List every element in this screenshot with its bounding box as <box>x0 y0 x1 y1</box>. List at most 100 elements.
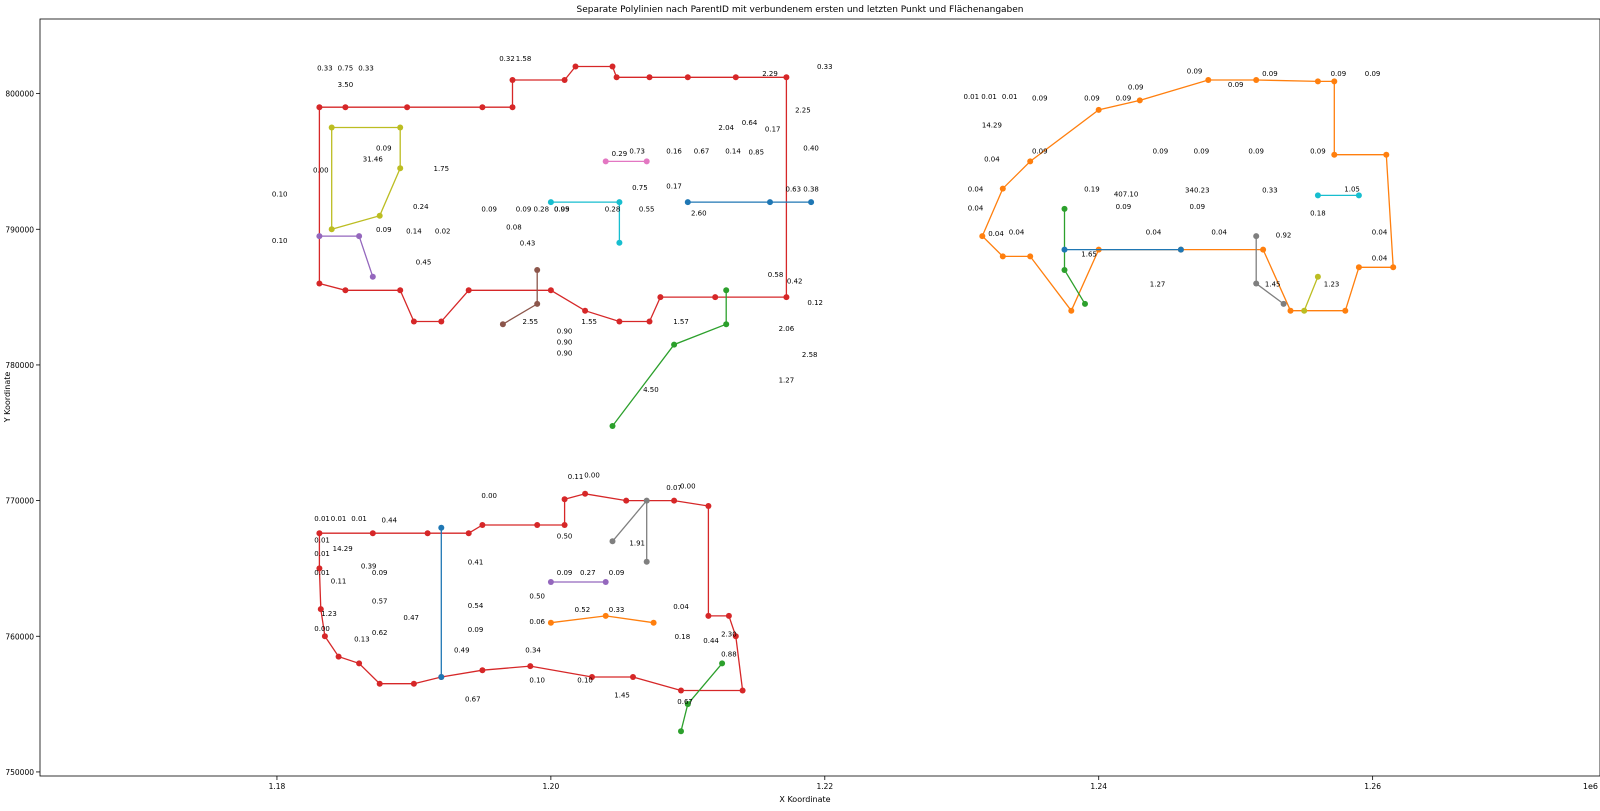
polyline-series-2 <box>981 79 1394 312</box>
vertex-marker <box>547 199 554 206</box>
x-axis-offset-label: 1e6 <box>1583 782 1598 791</box>
area-annotation: 0.47 <box>403 614 419 622</box>
vertex-marker <box>723 287 730 294</box>
area-annotation: 2.04 <box>718 124 734 132</box>
area-annotation: 1.05 <box>1344 185 1360 193</box>
vertex-marker <box>1061 267 1068 273</box>
area-annotation: 0.11 <box>568 473 584 481</box>
area-annotation: 0.63 <box>786 185 802 193</box>
area-annotation: 0.01 <box>351 515 367 523</box>
vertex-marker <box>1253 77 1260 83</box>
vertex-marker <box>479 104 486 111</box>
vertex-marker <box>328 226 335 233</box>
vertex-marker <box>527 663 534 670</box>
vertex-marker <box>1205 77 1212 83</box>
area-annotation: 0.17 <box>765 126 781 134</box>
area-annotation: 340.23 <box>1185 187 1210 195</box>
area-annotation: 0.09 <box>1190 203 1206 211</box>
area-annotation: 0.04 <box>1146 229 1162 237</box>
area-annotation: 0.92 <box>1276 231 1292 239</box>
area-annotation: 0.09 <box>516 206 532 214</box>
area-annotation: 1.75 <box>434 165 450 173</box>
area-annotation: 0.01 <box>1002 93 1018 101</box>
area-annotation: 0.04 <box>1372 229 1388 237</box>
area-annotation: 1.57 <box>673 318 689 326</box>
area-annotation: 0.50 <box>557 533 573 541</box>
vertex-marker <box>732 74 739 81</box>
area-annotation: 0.88 <box>721 651 737 659</box>
vertex-marker <box>684 199 691 206</box>
vertex-marker <box>397 165 404 172</box>
area-annotation: 0.09 <box>372 569 388 577</box>
vertex-marker <box>316 565 323 572</box>
area-annotation: 2.58 <box>802 351 818 359</box>
vertex-marker <box>424 530 431 537</box>
area-annotation: 0.09 <box>557 569 573 577</box>
area-annotation: 0.28 <box>534 206 550 214</box>
area-annotation: 2.25 <box>795 107 811 115</box>
area-annotation: 0.00 <box>481 492 497 500</box>
vertex-marker <box>561 77 568 83</box>
vertex-marker <box>1027 253 1034 260</box>
vertex-marker <box>1355 192 1362 199</box>
area-annotation: 3.50 <box>338 81 354 89</box>
y-tick-label: 770000 <box>5 497 34 506</box>
area-annotation: 0.09 <box>609 569 625 577</box>
area-annotation: 0.28 <box>605 206 621 214</box>
area-annotation: 0.34 <box>525 647 541 655</box>
y-tick-label: 760000 <box>5 632 34 641</box>
area-annotation: 0.04 <box>1211 229 1227 237</box>
vertex-marker <box>643 158 650 165</box>
area-annotation: 0.04 <box>673 603 689 611</box>
area-annotation: 0.09 <box>1116 94 1132 102</box>
area-annotation: 0.04 <box>984 155 1000 163</box>
vertex-marker <box>316 104 323 111</box>
area-annotation: 2.55 <box>523 318 539 326</box>
vertex-marker <box>369 273 376 280</box>
vertex-marker <box>1061 246 1068 253</box>
polyline-series-17 <box>1303 276 1319 311</box>
area-annotation: 1.58 <box>516 55 532 63</box>
area-annotation: 0.09 <box>468 626 484 634</box>
polyline-series-16 <box>1255 236 1284 305</box>
area-annotation: 0.43 <box>520 240 536 248</box>
area-annotation: 0.09 <box>1365 70 1381 78</box>
area-annotation: 0.04 <box>1009 229 1025 237</box>
vertex-marker <box>1082 300 1088 307</box>
y-tick-label: 780000 <box>5 361 34 370</box>
vertex-marker <box>678 687 684 694</box>
area-annotation: 0.09 <box>1128 84 1144 92</box>
area-annotation: 0.58 <box>768 271 784 279</box>
area-annotation: 0.12 <box>807 299 823 307</box>
vertex-marker <box>616 239 623 246</box>
vertex-marker <box>397 287 404 294</box>
area-annotation: 0.17 <box>666 183 682 191</box>
vertex-marker <box>376 212 383 219</box>
area-annotation: 0.18 <box>1310 210 1326 218</box>
vertex-marker <box>1331 78 1338 85</box>
vertex-marker <box>534 522 541 528</box>
vertex-marker <box>783 74 790 81</box>
vertex-marker <box>1260 246 1267 253</box>
vertex-marker <box>397 124 404 131</box>
area-annotation: 1.45 <box>1265 280 1281 288</box>
vertex-marker <box>712 294 719 301</box>
area-annotation: 0.09 <box>554 206 570 214</box>
area-annotation: 0.55 <box>639 206 655 214</box>
vertex-marker <box>684 701 691 708</box>
area-annotation: 0.09 <box>1084 94 1100 102</box>
area-annotation: 1.65 <box>1081 250 1097 258</box>
area-annotation: 0.09 <box>1228 81 1244 89</box>
area-annotation: 0.09 <box>1187 67 1203 75</box>
vertex-marker <box>479 667 486 674</box>
vertex-marker <box>582 307 589 314</box>
vertex-marker <box>1301 307 1308 314</box>
vertex-marker <box>404 104 411 111</box>
vertex-marker <box>602 579 609 585</box>
area-annotation: 0.00 <box>313 166 329 174</box>
vertex-marker <box>650 619 657 626</box>
vertex-marker <box>602 158 609 165</box>
area-annotation: 0.54 <box>468 602 484 610</box>
vertex-marker <box>465 287 472 294</box>
